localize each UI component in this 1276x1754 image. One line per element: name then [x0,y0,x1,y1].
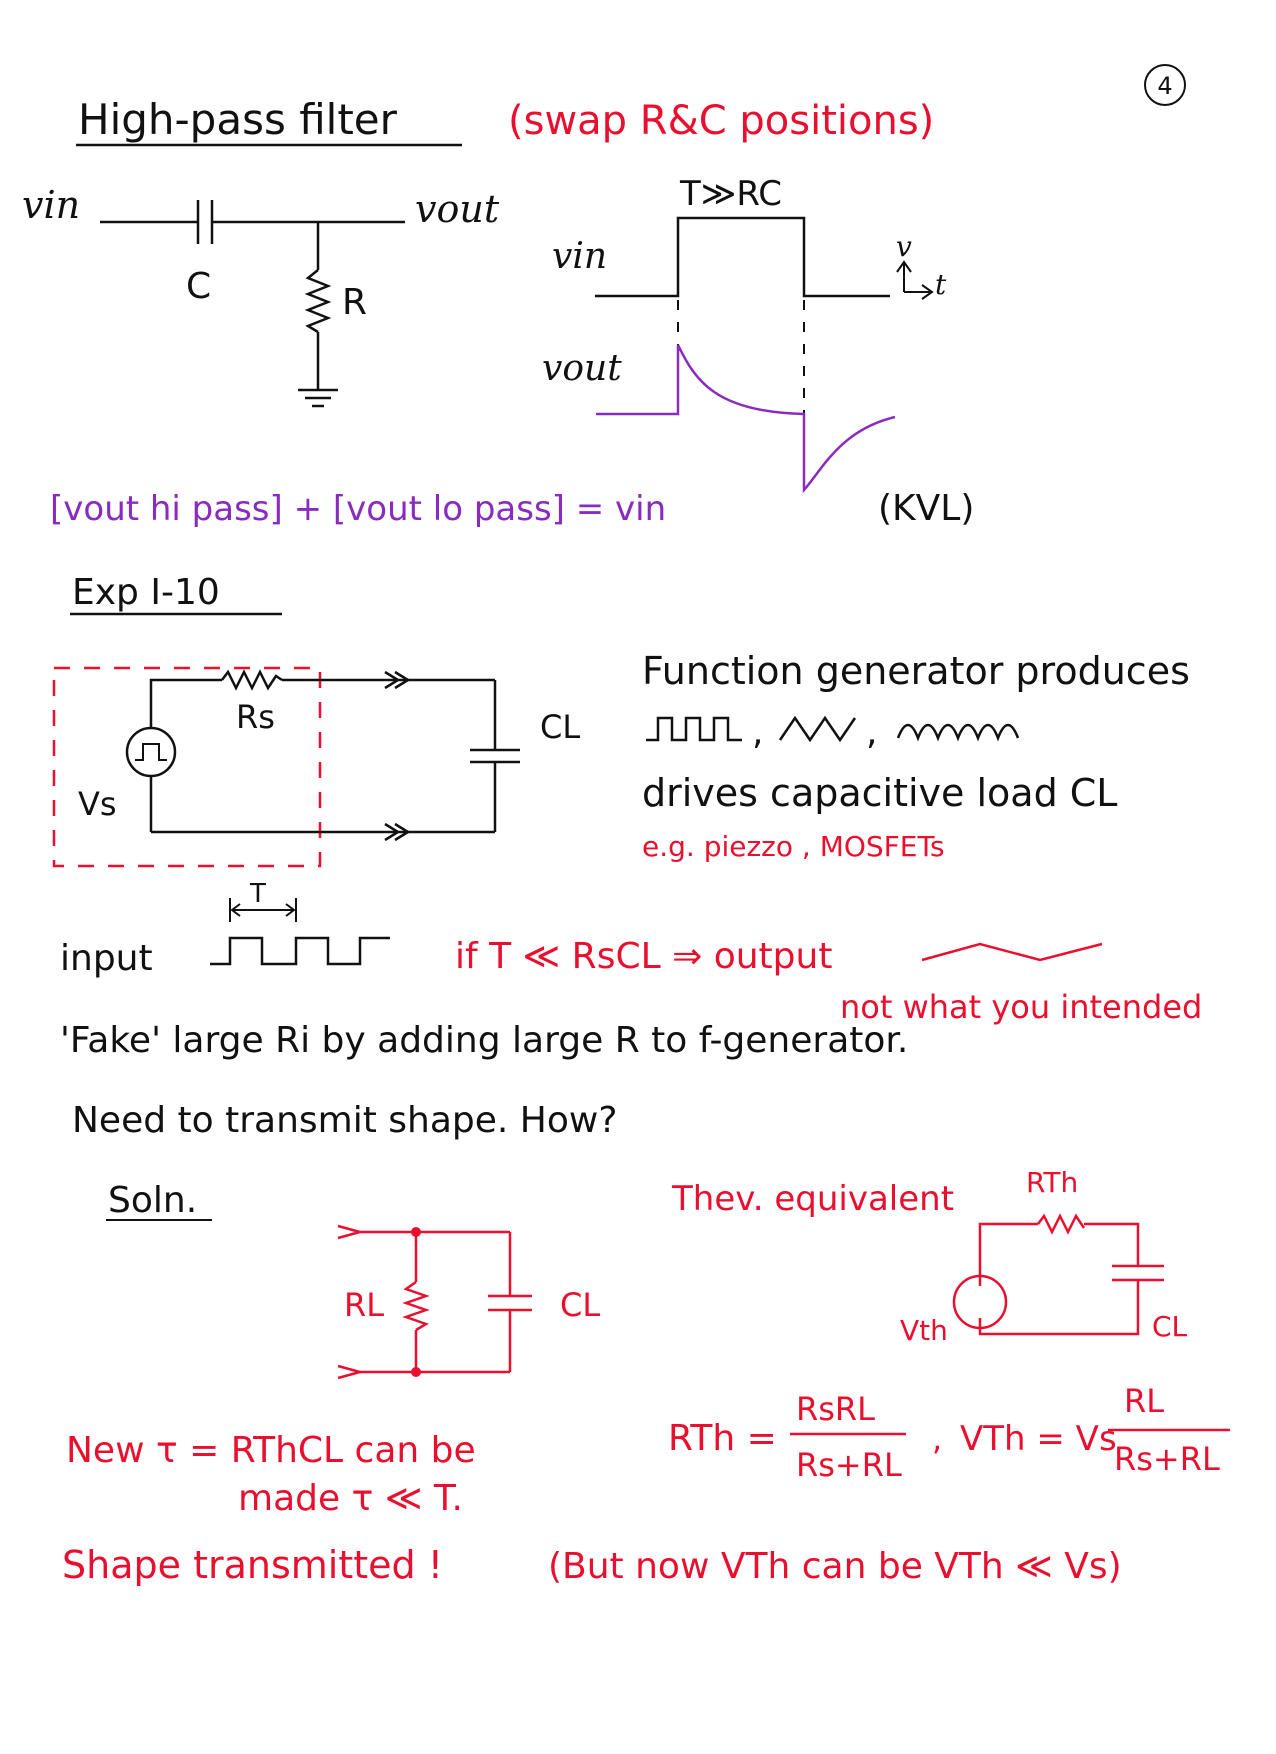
soln-schematic [337,1224,532,1380]
period-label: T [249,879,266,909]
triangle-wave-icon [778,715,857,743]
kvl-label: (KVL) [878,488,974,529]
sine-wave-icon [896,723,1020,742]
rl-resistor [402,1280,430,1332]
hp-resistor [304,269,332,334]
rs-label: Rs [236,698,275,736]
rth-top-label: RTh [1026,1166,1078,1199]
formula-comma: , [932,1420,942,1458]
thev-cl-label: CL [1152,1310,1188,1343]
square-wave-icon [646,716,742,742]
rs-resistor [221,669,283,691]
generator-dashed-box [52,666,322,868]
hp-vout-label: vout [415,187,500,231]
axis-v-label: v [896,230,912,263]
output-triangle-wave [921,942,1103,962]
kvl-equation: [vout hi pass] + [vout lo pass] = vin [50,489,666,529]
rth-resistor [1037,1213,1086,1235]
fake-ri-text: 'Fake' large Ri by adding large R to f-g… [60,1020,908,1061]
soln-cl-label: CL [560,1286,600,1324]
exp-sep1: , [752,712,763,753]
rth-eq-label: RTh = [668,1418,777,1459]
exp-line1: Function generator produces [642,649,1190,693]
vth-source-icon [952,1274,1008,1330]
but-now-text: (But now VTh can be VTh ≪ Vs) [548,1546,1122,1587]
hp-vin-label: vin [22,183,80,227]
hp-vout-wave-label: vout [542,348,622,389]
exp-title: Exp I-10 [72,572,220,613]
not-intended-note: not what you intended [840,988,1202,1026]
page-number: 4 [1157,72,1172,100]
hp-c-label: C [186,266,211,307]
soln-title: Soln. [108,1180,197,1221]
new-tau-text: New τ = RThCL can be [66,1430,476,1471]
hp-subtitle: (swap R&C positions) [508,98,934,144]
vth-label: Vth [900,1314,948,1347]
hp-vin-wave-label: vin [552,236,607,277]
hp-r-label: R [342,282,367,323]
thev-schematic [952,1213,1164,1336]
vin-square-wave [595,216,890,298]
page-number-circle [1144,64,1186,106]
vth-numerator: RL [1124,1382,1164,1420]
rth-numerator: RsRL [796,1390,875,1428]
vth-eq-label: VTh = Vs [960,1419,1117,1459]
rl-label: RL [344,1286,384,1324]
exp-condition: if T ≪ RsCL ⇒ output [455,936,832,977]
need-text: Need to transmit shape. How? [72,1100,617,1141]
rl-top-node [411,1227,421,1237]
hp-title: High-pass filter [78,95,398,144]
shape-transmitted-text: Shape transmitted ! [62,1543,443,1587]
rth-denominator: Rs+RL [796,1446,902,1484]
exp-line3: e.g. piezzo , MOSFETs [642,830,945,863]
input-square-wave [210,936,390,966]
exp-schematic [125,669,520,842]
made-tau-text: made τ ≪ T. [238,1478,463,1519]
hp-schematic [100,200,405,408]
exp-line2: drives capacitive load CL [642,771,1117,815]
vout-response-wave [596,344,896,494]
ac-source-icon [125,726,177,778]
cl-label: CL [540,708,580,746]
input-label: input [60,938,153,979]
axis-t-label: t [935,268,947,301]
rl-bottom-node [411,1367,421,1377]
thev-title: Thev. equivalent [671,1179,954,1219]
vs-label: Vs [78,785,117,823]
axis-arrows [896,260,934,300]
vth-denominator: Rs+RL [1114,1440,1220,1478]
hp-cond: T≫RC [679,174,782,214]
period-marker [229,898,297,922]
exp-sep2: , [866,712,877,753]
